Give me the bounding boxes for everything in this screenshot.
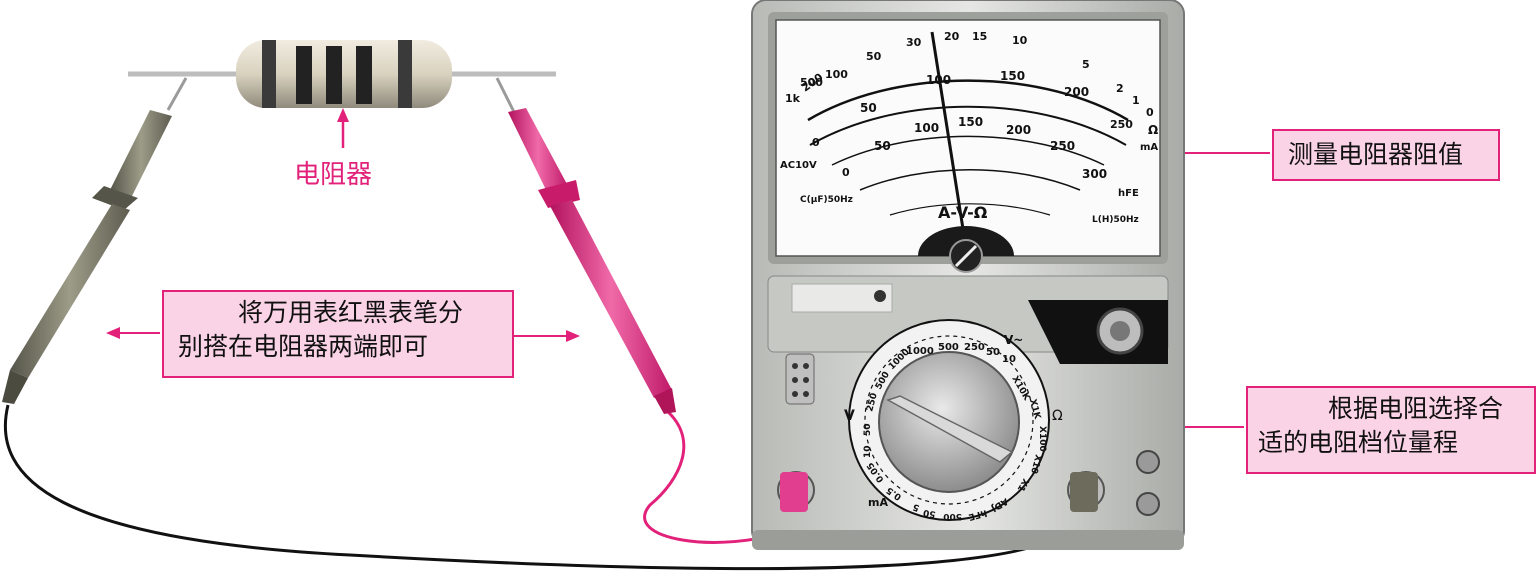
ohm-scale-4: 50: [866, 50, 882, 63]
meter-symbol: A-V-Ω: [938, 203, 988, 222]
resistor: [236, 40, 452, 108]
select-line-1: 根据电阻选择合: [1328, 394, 1504, 423]
multimeter: [751, 0, 1185, 550]
connect-line-1: 将万用表红黑表笔分: [238, 298, 464, 327]
ohm-scale-11: 1: [1132, 94, 1140, 107]
dial-ohm-3: X10: [1028, 453, 1043, 474]
ohm-scale-6: 20: [944, 30, 960, 43]
dial-ma-3: 50: [922, 507, 936, 519]
ac-range-label: AC10V: [780, 160, 817, 171]
dial-ohm-2: X100: [1037, 426, 1047, 452]
ac-scale-0: 0: [842, 166, 850, 179]
ind-label: L(H)50Hz: [1092, 215, 1139, 225]
dial-vac-4: 10: [1002, 354, 1016, 365]
connect-line-2: 别搭在电阻器两端即可: [178, 332, 429, 361]
ohm-scale-10: 2: [1116, 82, 1124, 95]
dc-scale-0: 0: [812, 136, 820, 149]
ohm-unit-label: Ω: [1148, 123, 1158, 137]
dial-ma-4: 5: [912, 501, 921, 513]
dial-vdc-0: 10: [863, 445, 873, 458]
cap-label: C(μF)50Hz: [800, 195, 853, 205]
ohm-scale-0: 1k: [785, 92, 801, 105]
dc-scale-4: 200: [1064, 85, 1089, 99]
dc-scale-2: 100: [926, 73, 951, 87]
measure-callout: 测量电阻器阻值: [1272, 129, 1500, 181]
needle: [930, 31, 968, 249]
dial-vac-0: 1000: [906, 346, 934, 357]
ac-scale-4: 200: [1006, 123, 1031, 137]
dial-vac-2: 250: [964, 342, 985, 353]
dc-scale-1: 50: [860, 101, 877, 115]
ac-scale-3: 150: [958, 115, 983, 129]
dc-scale-5: 250: [1110, 118, 1133, 131]
ohm-scale-9: 5: [1082, 58, 1090, 71]
dial-vac-3: 50: [986, 347, 1000, 358]
ohm-scale-12: 0: [1146, 106, 1154, 119]
ohm-scale-8: 10: [1012, 34, 1028, 47]
ma-unit-label: mA: [1140, 142, 1158, 153]
hfe-label: hFE: [1118, 188, 1139, 199]
dial-ma-label: mA: [868, 496, 888, 509]
dial-vdc-1: 50: [863, 423, 873, 436]
select-line-2: 适的电阻档位量程: [1258, 428, 1459, 457]
ohm-scale-5: 30: [906, 36, 922, 49]
black-wire: [3, 404, 1082, 571]
black-probe: [2, 77, 188, 404]
ohm-scale-1: 500: [800, 76, 823, 89]
dial-vdc-2: 250: [865, 392, 880, 413]
ac-scale-6: 300: [1082, 167, 1107, 181]
dial-vac-label: V~: [1004, 333, 1023, 347]
dial-ma-2: 500: [943, 511, 962, 521]
dc-scale-3: 150: [1000, 69, 1025, 83]
resistor-label: 电阻器: [294, 160, 373, 190]
ohm-scale-3: 100: [825, 68, 848, 81]
dial-ma-1: hFE: [967, 507, 988, 522]
dial-pointer: [886, 395, 1014, 463]
measure-line: 测量电阻器阻值: [1288, 140, 1464, 169]
dial-ohm-label: Ω: [1052, 408, 1063, 424]
connect-callout: 将万用表红黑表笔分 别搭在电阻器两端即可: [162, 290, 514, 378]
dial-vdc-label: V: [844, 408, 855, 424]
select-range-callout: 根据电阻选择合 适的电阻档位量程: [1246, 386, 1536, 474]
ac-scale-2: 100: [914, 121, 939, 135]
dial-vac-1: 500: [938, 342, 959, 353]
ac-scale-1: 50: [874, 139, 891, 153]
ohm-scale-7: 15: [972, 30, 987, 43]
red-wire: [643, 408, 791, 544]
red-probe: [495, 77, 676, 414]
ohm-jack-label: Ω: [1070, 323, 1084, 342]
ac-scale-5: 250: [1050, 139, 1075, 153]
